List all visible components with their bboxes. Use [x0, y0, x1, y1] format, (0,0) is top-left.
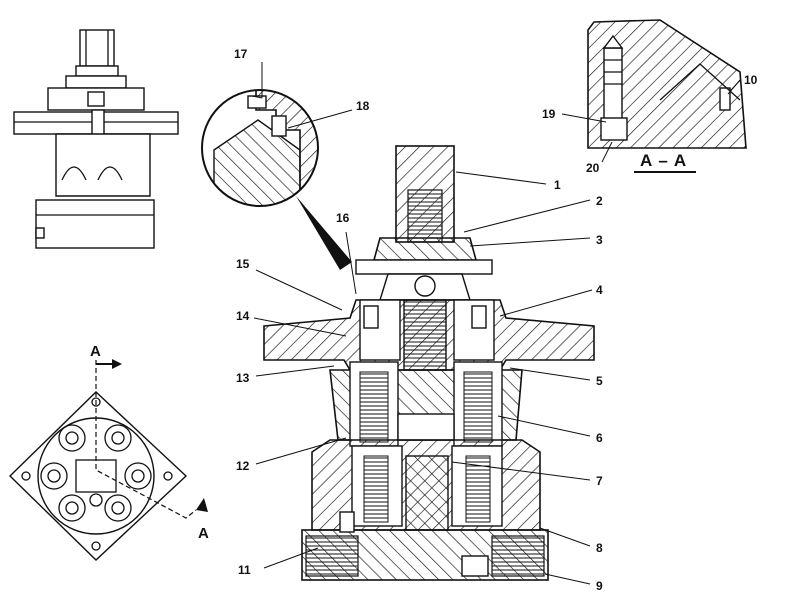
- callout-4: 4: [596, 283, 603, 297]
- callout-9: 9: [596, 579, 603, 593]
- callout-8: 8: [596, 541, 603, 555]
- callout-2: 2: [596, 194, 603, 208]
- section-marker-top: A: [90, 343, 101, 360]
- callout-20: 20: [586, 161, 600, 175]
- section-marker-bottom: A: [198, 525, 209, 542]
- callout-18: 18: [356, 99, 370, 113]
- callout-14: 14: [236, 309, 250, 323]
- leader-lines: [251, 62, 741, 585]
- callout-17: 17: [234, 47, 248, 61]
- callout-16: 16: [336, 211, 350, 225]
- callout-13: 13: [236, 371, 250, 385]
- top-view: [8, 359, 208, 561]
- exterior-view: [13, 29, 179, 249]
- section-title: A – A: [640, 151, 687, 170]
- callout-12: 12: [236, 459, 250, 473]
- callout-19: 19: [542, 107, 556, 121]
- callout-7: 7: [596, 474, 603, 488]
- callout-15: 15: [236, 257, 250, 271]
- callout-6: 6: [596, 431, 603, 445]
- section-a-a-view: [587, 19, 747, 173]
- callout-10: 10: [744, 73, 758, 87]
- main-cross-section: [263, 145, 595, 581]
- callout-11: 11: [238, 563, 251, 577]
- callout-3: 3: [596, 233, 603, 247]
- callout-1: 1: [554, 178, 561, 192]
- callout-5: 5: [596, 374, 603, 388]
- detail-circle: [201, 89, 352, 270]
